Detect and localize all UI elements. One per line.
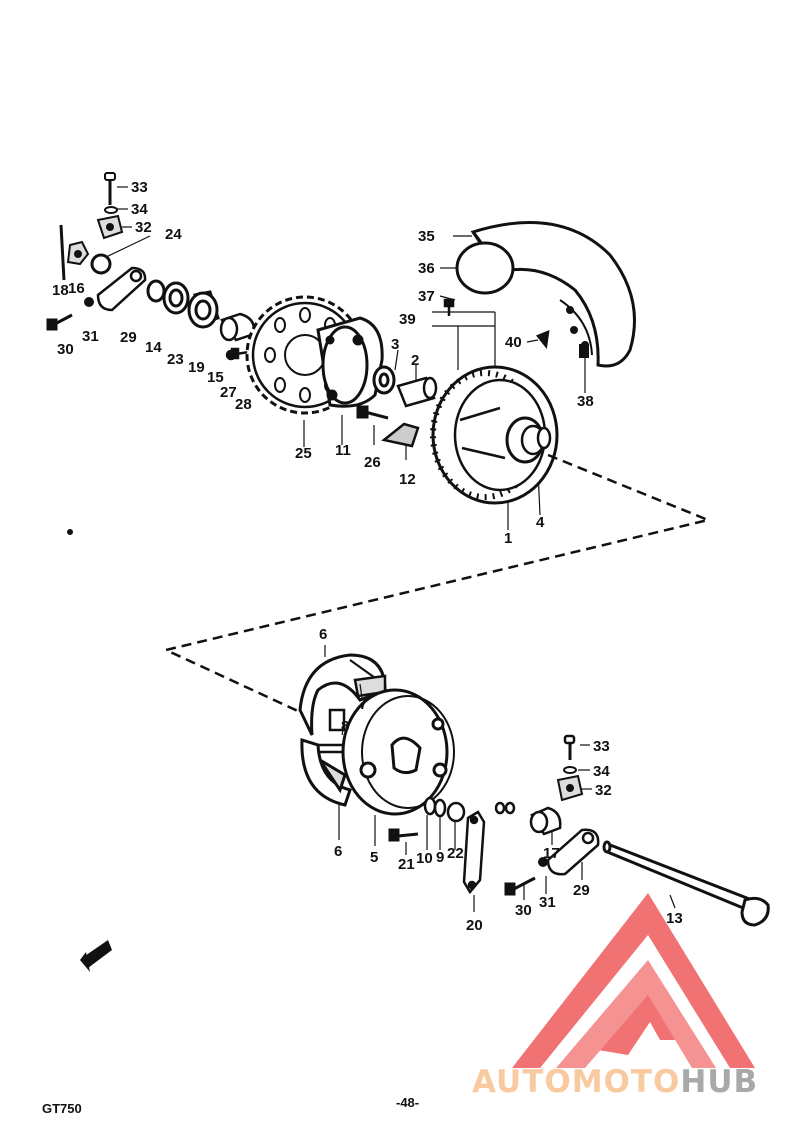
callout-30-lower: 30 — [515, 902, 532, 919]
seal-23 — [162, 281, 190, 315]
bolt-30-upper — [46, 313, 73, 331]
callout-29-lower: 29 — [573, 882, 590, 899]
callout-6-top: 6 — [319, 626, 328, 643]
model-code: GT750 — [42, 1101, 82, 1116]
callout-20: 20 — [466, 917, 483, 934]
callout-9: 9 — [436, 849, 445, 866]
callout-18: 18 — [52, 282, 69, 299]
washer-24 — [90, 253, 112, 275]
damper-12 — [381, 422, 420, 448]
callout-31-upper: 31 — [82, 328, 99, 345]
callout-33-top: 33 — [131, 179, 148, 196]
leader-lines-upper — [103, 186, 586, 530]
watermark-part1: AUTOMOTO — [472, 1064, 681, 1100]
brake-panel-5 — [341, 688, 455, 816]
callout-12: 12 — [399, 471, 416, 488]
watermark-text: AUTOMOTOHUB — [472, 1067, 758, 1098]
callout-24: 24 — [165, 226, 182, 243]
spacer-2 — [396, 376, 438, 408]
brake-arm-20 — [462, 810, 486, 895]
bolt-37 — [443, 298, 455, 316]
callout-11: 11 — [335, 442, 351, 459]
callout-38: 38 — [577, 393, 594, 410]
callout-36: 36 — [418, 260, 435, 277]
bolt-40 — [535, 330, 550, 350]
callout-34-bottom: 34 — [593, 763, 610, 780]
nut-31-lower — [538, 857, 548, 867]
callout-13: 13 — [666, 910, 683, 927]
callout-27: 27 — [220, 384, 237, 401]
chain-adjuster-29-upper — [96, 266, 147, 312]
clip-32-lower — [556, 774, 584, 802]
callout-34-top: 34 — [131, 201, 148, 218]
clip-32-top — [96, 214, 124, 240]
callout-32-bottom: 32 — [595, 782, 612, 799]
bolt-33-lower — [563, 734, 576, 760]
bolt-30-lower — [504, 876, 536, 896]
bolt-33-top — [104, 172, 116, 205]
bracket-38 — [579, 344, 589, 358]
callout-10: 10 — [416, 850, 433, 867]
callout-6-bottom: 6 — [334, 843, 343, 860]
callout-22: 22 — [447, 845, 464, 862]
reflector-36 — [455, 241, 515, 295]
callout-32-top: 32 — [135, 219, 152, 236]
brake-shoe-6-lower — [300, 737, 352, 807]
callout-28: 28 — [235, 396, 252, 413]
washers-10-9-22 — [423, 796, 516, 823]
callout-8: 8 — [341, 718, 350, 735]
bearing-3 — [372, 365, 396, 395]
spacer-17 — [529, 806, 562, 836]
bearing-4 — [536, 426, 552, 450]
nut-31-upper — [84, 297, 94, 307]
callout-30-upper: 30 — [57, 341, 74, 358]
callout-26: 26 — [364, 454, 381, 471]
callout-2: 2 — [411, 352, 420, 369]
nut-16 — [66, 240, 90, 266]
connector-line — [162, 453, 713, 714]
callout-7: 7 — [359, 696, 368, 713]
cam-8 — [318, 708, 346, 754]
bearing-19 — [187, 290, 220, 329]
callout-3: 3 — [391, 336, 400, 353]
watermark-part2: HUB — [680, 1064, 759, 1100]
callout-14: 14 — [145, 339, 162, 356]
speck — [67, 529, 73, 535]
spacer-14 — [146, 279, 166, 303]
callout-23: 23 — [167, 351, 184, 368]
bolt-26 — [356, 405, 389, 420]
leader-lines-lower — [324, 645, 676, 912]
callout-1: 1 — [504, 530, 513, 547]
sprocket-carrier-11 — [316, 316, 384, 408]
callout-31-lower: 31 — [539, 894, 556, 911]
callout-29-upper: 29 — [120, 329, 137, 346]
callout-15: 15 — [207, 369, 224, 386]
wheel-hub-1 — [430, 365, 559, 505]
callout-35: 35 — [418, 228, 435, 245]
callout-37: 37 — [418, 288, 435, 305]
sleeve-15 — [219, 312, 256, 342]
callout-19: 19 — [188, 359, 205, 376]
page-number: -48- — [396, 1095, 420, 1110]
axle-13 — [602, 840, 770, 927]
washer-34-lower — [563, 766, 577, 774]
callout-40: 40 — [505, 334, 522, 351]
callout-33-bottom: 33 — [593, 738, 610, 755]
bolt-18 — [59, 224, 66, 281]
callout-16: 16 — [68, 280, 85, 297]
washer-34-top — [104, 206, 118, 214]
automotohub-logo — [512, 893, 755, 1068]
callout-17: 17 — [543, 845, 560, 862]
arrow-marker — [80, 940, 112, 972]
callout-21: 21 — [398, 856, 415, 873]
callout-4: 4 — [536, 514, 545, 531]
callout-25: 25 — [295, 445, 312, 462]
callout-39: 39 — [399, 311, 416, 328]
bolt-21 — [388, 828, 419, 842]
chain-adjuster-29-lower — [546, 828, 600, 876]
callout-5: 5 — [370, 849, 379, 866]
